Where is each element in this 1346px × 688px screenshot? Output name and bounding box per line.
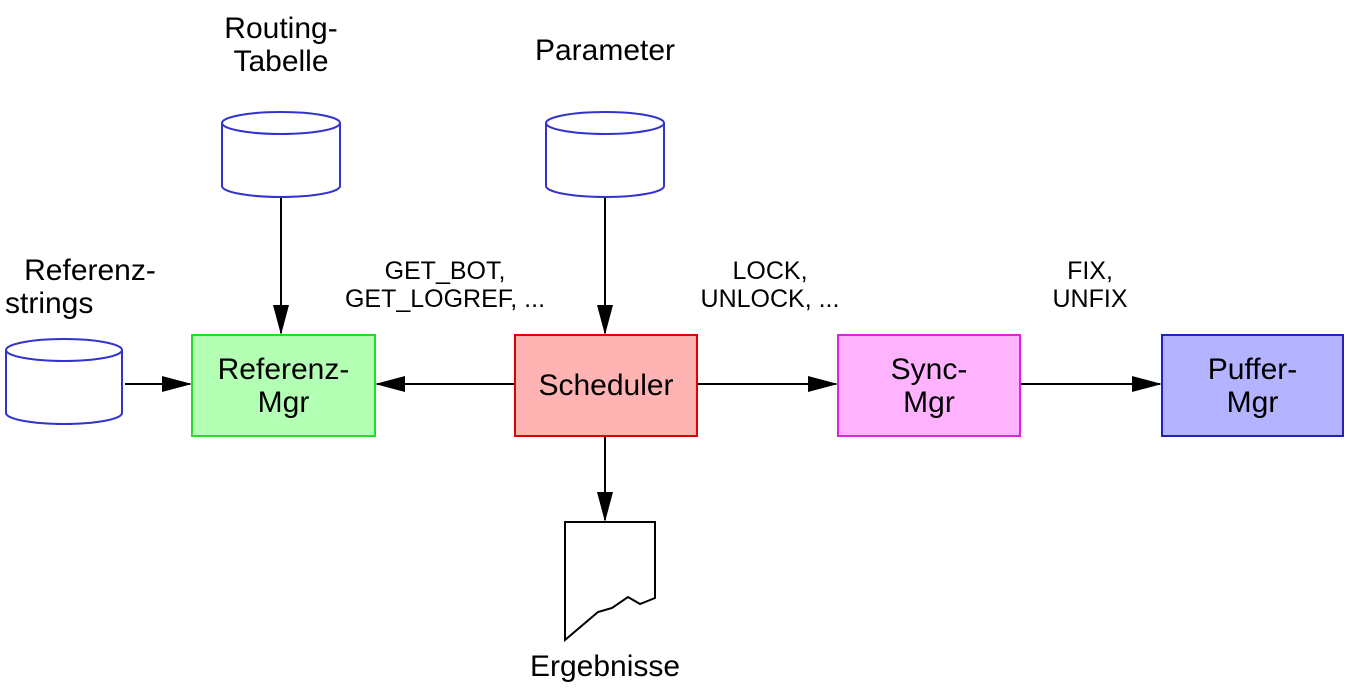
results-document-icon (564, 521, 656, 643)
puffer-mgr-box: Puffer- Mgr (1161, 334, 1344, 437)
edge-label-lock: LOCK, UNLOCK, ... (700, 257, 840, 313)
referenz-mgr-box: Referenz- Mgr (191, 334, 376, 437)
edge-label-get-bot: GET_BOT, GET_LOGREF, ... (344, 257, 546, 313)
referenzstrings-database-icon (5, 338, 123, 425)
routing-table-label: Routing- Tabelle (224, 12, 338, 78)
parameter-database-icon (545, 111, 665, 198)
edge-label-fix: FIX, UNFIX (1052, 257, 1128, 313)
scheduler-box: Scheduler (514, 334, 698, 437)
referenzstrings-label: Referenz- strings (5, 254, 156, 320)
routing-table-database-icon (221, 111, 341, 198)
sync-mgr-box: Sync- Mgr (837, 334, 1021, 437)
parameter-label: Parameter (534, 34, 676, 67)
results-label: Ergebnisse (529, 650, 681, 683)
